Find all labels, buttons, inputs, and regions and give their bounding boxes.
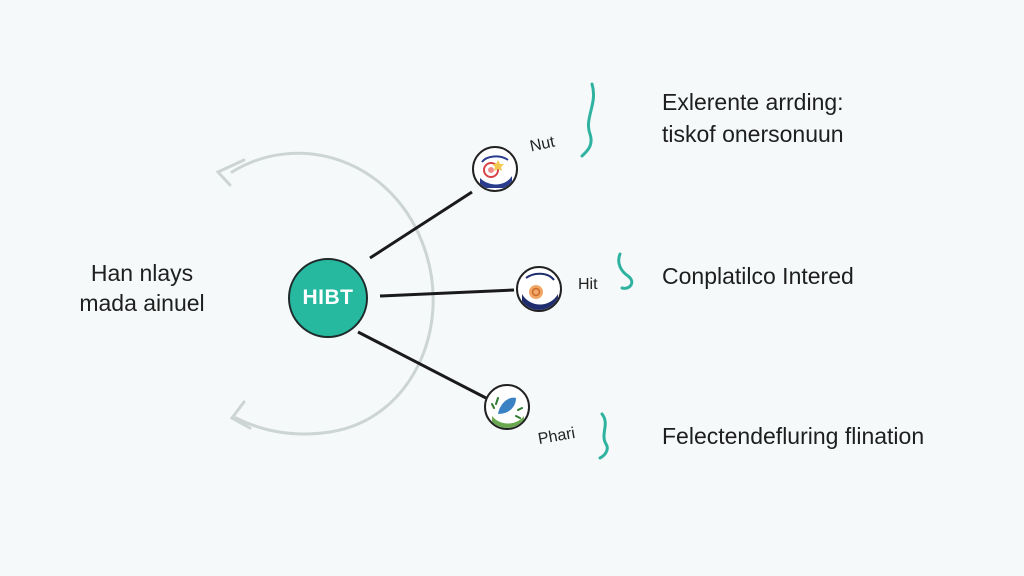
branch-1-description: Exlerente arrding: tiskof onersonuun <box>662 86 844 150</box>
globe-icon <box>475 149 515 189</box>
branch-node-1[interactable] <box>472 146 518 192</box>
leaf-icon <box>487 387 527 428</box>
cycle-arc-head-bottom <box>229 400 252 430</box>
snail-icon <box>519 269 559 310</box>
connector-line-2 <box>379 288 515 298</box>
branch-3-description-line1: Felectendefluring flination <box>662 423 925 449</box>
branch-2-description: Conplatilco Intered <box>662 260 854 292</box>
connector-line-1 <box>369 190 473 260</box>
hub-label: HIBT <box>302 286 354 309</box>
cycle-arc-head-top <box>215 158 246 187</box>
connector-line-3 <box>357 330 487 400</box>
branch-node-2[interactable] <box>516 266 562 312</box>
teal-brace-1 <box>580 82 595 158</box>
cycle-arc <box>230 151 435 436</box>
branch-1-description-line2: tiskof onersonuun <box>662 121 844 147</box>
teal-brace-3 <box>598 412 609 460</box>
branch-3-description: Felectendefluring flination <box>662 420 924 452</box>
teal-brace-2 <box>617 252 634 290</box>
branch-1-description-line1: Exlerente arrding: <box>662 89 844 115</box>
branch-node-3[interactable] <box>484 384 530 430</box>
branch-node-2-label: Hit <box>578 276 598 293</box>
branch-2-description-line1: Conplatilco Intered <box>662 263 854 289</box>
hub-node[interactable]: HIBT <box>288 258 368 338</box>
left-description-line1: Han nlays <box>90 260 194 286</box>
left-description-line2: mada ainuel <box>79 290 205 316</box>
left-description: Han nlays mada ainuel <box>62 258 222 318</box>
